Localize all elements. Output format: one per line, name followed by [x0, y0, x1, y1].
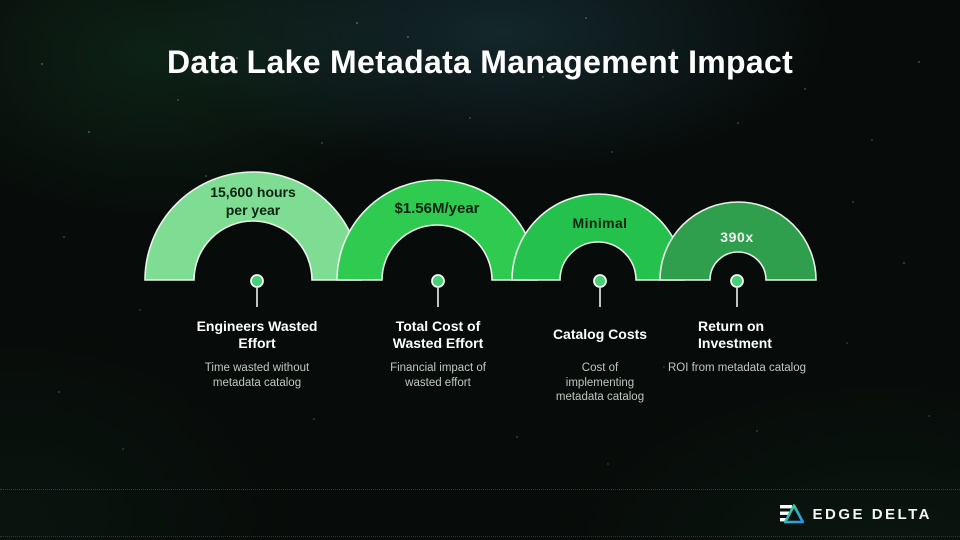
column-title: Total Cost of Wasted Effort: [392, 318, 484, 351]
edge-delta-logo: EDGE DELTA: [779, 501, 932, 527]
column-catalog-costs: Catalog Costs Cost of implementing metad…: [548, 326, 652, 405]
pin-marker-1: [250, 274, 264, 307]
bottom-edge-line: [0, 536, 960, 537]
column-engineers-wasted-effort: Engineers Wasted Effort Time wasted with…: [182, 318, 332, 390]
column-return-on-investment: Return on Investment ROI from metadata c…: [667, 318, 807, 376]
edge-delta-logo-icon: [779, 504, 804, 524]
page-title: Data Lake Metadata Management Impact: [166, 44, 794, 80]
column-subtitle: ROI from metadata catalog: [667, 362, 807, 374]
column-title: Engineers Wasted Effort: [196, 318, 318, 351]
arch-return-on-investment: [659, 201, 817, 281]
column-subtitle: Time wasted without metadata catalog: [204, 362, 310, 389]
arch-catalog-costs: [511, 193, 685, 281]
arch-value-total-cost: $1.56M/year: [394, 200, 480, 217]
arch-total-cost-of-wasted-effort: [336, 179, 538, 281]
column-subtitle: Cost of implementing metadata catalog: [555, 362, 645, 403]
arch-value-engineers-wasted-effort: 15,600 hours per year: [210, 184, 296, 218]
brand-wordmark: EDGE DELTA: [812, 505, 932, 523]
footer-divider: [0, 489, 960, 490]
arch-value-roi: 390x: [720, 229, 754, 245]
column-subtitle: Financial impact of wasted effort: [390, 362, 486, 389]
arch-value-catalog-costs: Minimal: [572, 215, 628, 231]
pin-marker-2: [431, 274, 445, 307]
column-title: Return on Investment: [698, 318, 772, 351]
pin-marker-4: [730, 274, 744, 307]
column-total-cost: Total Cost of Wasted Effort Financial im…: [373, 318, 503, 390]
pin-marker-3: [593, 274, 607, 307]
column-title: Catalog Costs: [552, 326, 648, 342]
